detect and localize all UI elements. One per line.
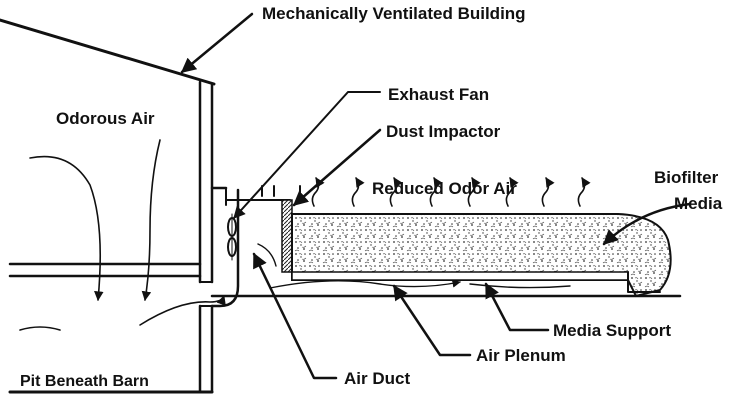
label-dust-impactor: Dust Impactor (386, 122, 501, 141)
air-flow-ticks (261, 185, 301, 197)
air-duct (210, 186, 291, 308)
label-biofilter: Biofilter (654, 168, 719, 187)
reduced-odor-air-arrows (311, 177, 591, 207)
label-media: Media (674, 194, 723, 213)
exhaust-fan (227, 213, 237, 261)
label-odorous-air: Odorous Air (56, 109, 155, 128)
dust-impactor-pointer (292, 128, 382, 207)
label-pit: Pit Beneath Barn (20, 373, 149, 390)
label-media-support: Media Support (553, 321, 671, 340)
label-reduced-odor-air: Reduced Odor Air (372, 179, 517, 198)
media-support-pointer (484, 282, 550, 332)
label-building: Mechanically Ventilated Building (262, 4, 526, 23)
building-pointer-arrow (180, 12, 254, 74)
label-air-duct: Air Duct (344, 369, 410, 388)
label-air-plenum: Air Plenum (476, 346, 566, 365)
odorous-air-flow-arrows (19, 139, 226, 331)
dust-impactor (281, 199, 293, 273)
biofilter-media-pointer (602, 202, 692, 246)
label-exhaust-fan: Exhaust Fan (388, 85, 489, 104)
plenum-air-flow (257, 243, 571, 289)
exhaust-fan-pointer (233, 91, 381, 219)
air-duct-pointer (252, 252, 338, 380)
biofilter-bed (291, 213, 672, 298)
building-structure (0, 18, 216, 394)
air-plenum-pointer (392, 284, 472, 357)
